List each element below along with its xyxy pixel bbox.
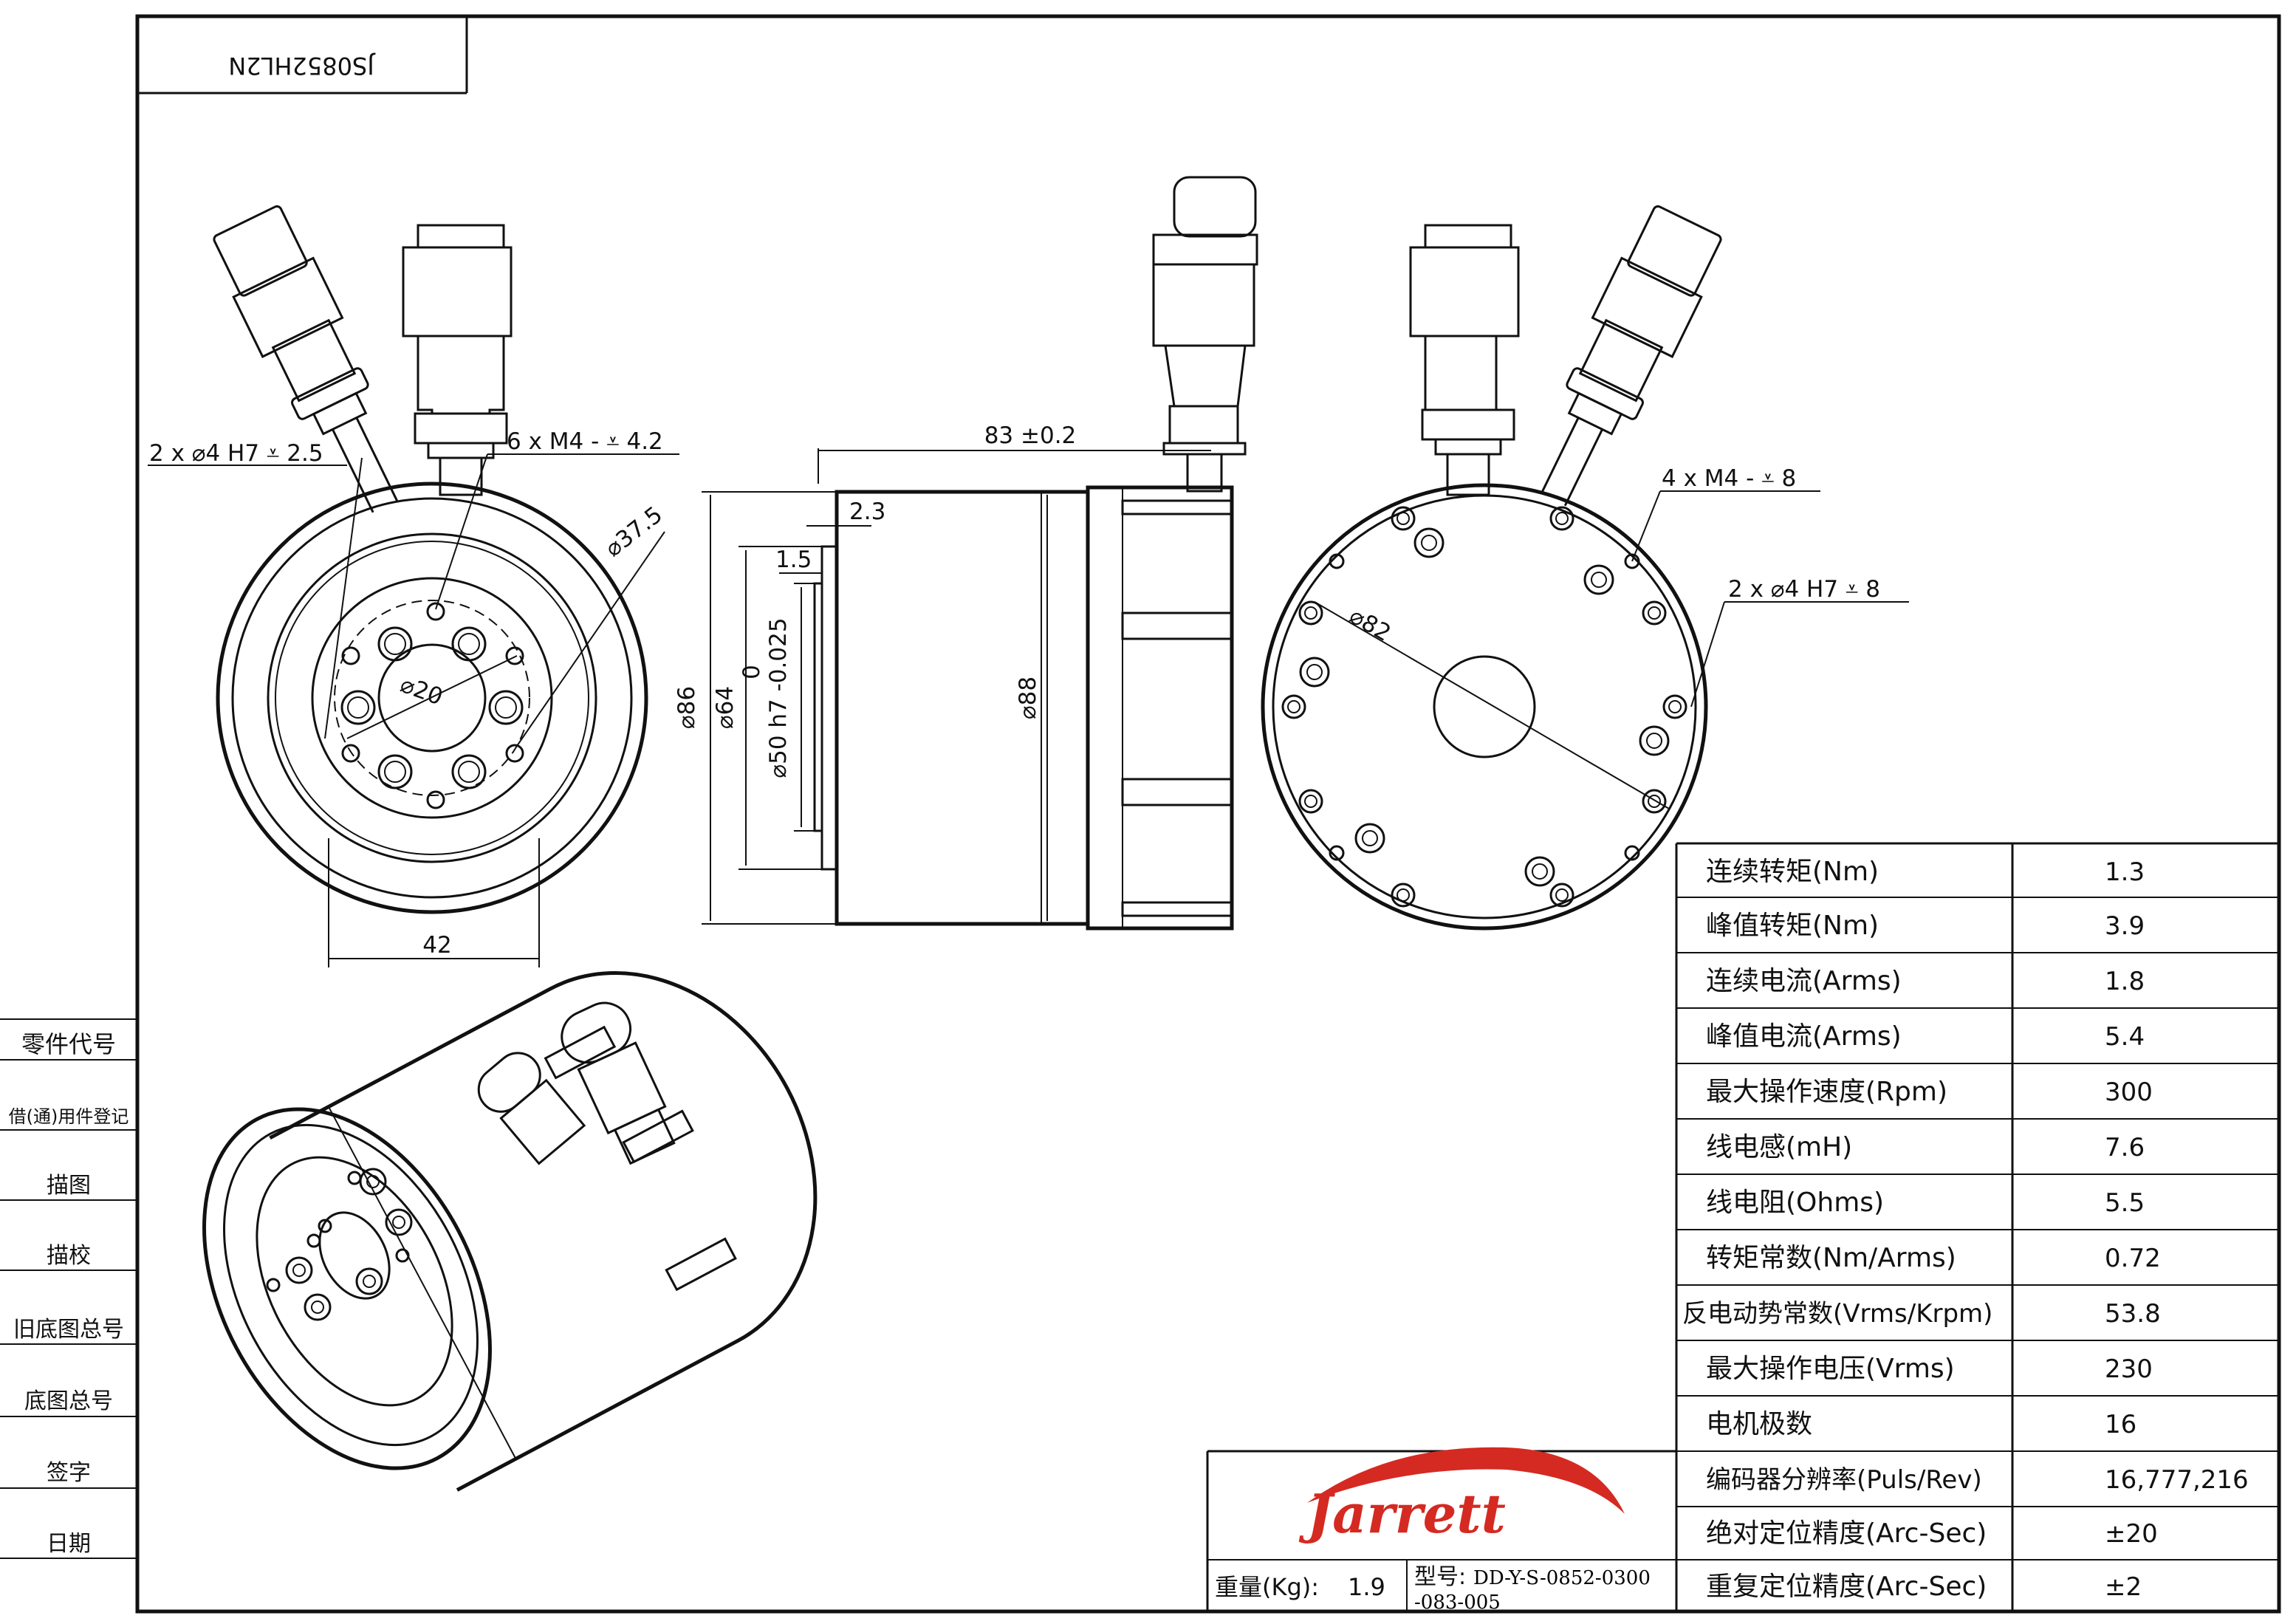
spec-value: 1.8 [2105,967,2145,996]
spec-value: ±2 [2105,1572,2142,1602]
model-label: 型号: [1414,1564,1466,1590]
spec-label: 转矩常数(Nm/Arms) [1706,1243,1956,1273]
spec-label: 连续转矩(Nm) [1706,857,1879,887]
front-angled-connector [213,205,398,513]
dim-side-step-1: 2.3 [849,498,885,525]
spec-label: 电机极数 [1706,1409,1812,1439]
side-label-old-base: 旧底图总号 [13,1317,124,1343]
dim-side-tol-zero: 0 [739,665,765,679]
dim-side-dia-64: ⌀64 [712,686,739,729]
side-label-date: 日期 [47,1531,91,1557]
spec-value: 3.9 [2105,911,2145,941]
spec-label: 峰值电流(Arms) [1706,1021,1902,1052]
spec-table: 连续转矩(Nm) 1.3 峰值转矩(Nm) 3.9 连续电流(Arms) 1.8… [1675,842,2279,1611]
spec-label: 重复定位精度(Arc-Sec) [1706,1572,1987,1602]
front-threaded-holes [340,626,524,789]
dim-front-threads: 6 x M4 - ⩡ 4.2 [507,428,663,455]
spec-value: 7.6 [2105,1133,2145,1162]
side-label-column: 零件代号 借(通)用件登记 描图 描校 旧底图总号 底图总号 签字 日期 [0,1030,137,1559]
spec-value: 16,777,216 [2105,1465,2249,1495]
spec-label: 线电阻(Ohms) [1706,1188,1884,1218]
dim-front-pcd: ⌀37.5 [600,501,668,562]
brand-logo-text: Jarrett [1298,1482,1506,1545]
spec-label: 编码器分辨率(Puls/Rev) [1706,1465,1982,1495]
spec-label: 反电动势常数(Vrms/Krpm) [1682,1299,1992,1329]
rear-threaded-holes [1299,527,1670,887]
spec-value: 5.4 [2105,1022,2145,1052]
side-label-borrow: 借(通)用件登记 [9,1106,129,1127]
rear-rim-holes [1281,506,1687,908]
dim-side-dia-50: ⌀50 h7 -0.025 [765,617,792,778]
side-label-base: 底图总号 [24,1388,113,1414]
side-label-part-no: 零件代号 [21,1030,116,1058]
jarrett-logo: Jarrett [1298,1447,1625,1545]
weight-label: 重量(Kg): [1215,1573,1319,1601]
spec-value: 53.8 [2105,1299,2161,1329]
side-view: 83 ±0.2 2.3 1.5 ⌀86 ⌀64 0 ⌀50 h7 -0.025 … [674,176,1258,931]
spec-label: 峰值转矩(Nm) [1706,911,1879,941]
drawing-id-box: JS0852HL2N [137,16,468,95]
model-value-cont: -083-005 [1414,1592,1501,1614]
dim-rear-pcd: ⌀82 [1345,603,1395,647]
iso-connector-1 [561,1001,676,1165]
dim-side-step-2: 1.5 [775,547,812,573]
side-label-trace: 描图 [47,1173,91,1199]
logo-swoosh [1307,1447,1625,1514]
dim-front-pins: 2 x ⌀4 H7 ⩡ 2.5 [149,440,323,467]
dim-front-bore: ⌀20 [397,671,446,711]
title-block: Jarrett 重量(Kg): 1.9 型号: DD-Y-S-0852-0300… [1206,1447,1676,1614]
spec-label: 线电感(mH) [1706,1132,1852,1162]
rear-angled-connector [1540,205,1722,507]
dim-front-width: 42 [422,932,451,959]
front-pin-holes [341,602,524,809]
spec-label: 最大操作速度(Rpm) [1706,1077,1947,1107]
front-view: 2 x ⌀4 H7 ⩡ 2.5 6 x M4 - ⩡ 4.2 ⌀37.5 ⌀20… [148,205,679,967]
spec-value: 16 [2105,1410,2136,1439]
drawing-id: JS0852HL2N [228,52,375,80]
iso-connector-2 [477,1052,586,1165]
spec-label: 最大操作电压(Vrms) [1706,1354,1955,1384]
spec-value: ±20 [2105,1519,2158,1549]
rear-straight-connector [1409,224,1520,496]
front-straight-connector [402,224,513,496]
side-label-trace-check: 描校 [47,1243,91,1269]
dim-side-length: 83 ±0.2 [984,422,1077,449]
spec-value: 0.72 [2105,1244,2161,1273]
isometric-view [202,971,818,1492]
spec-value: 300 [2105,1077,2153,1107]
spec-value: 5.5 [2105,1188,2145,1218]
rear-view: 4 x M4 - ⩡ 8 2 x ⌀4 H7 ⩡ 8 ⌀82 [1261,205,1909,931]
dim-rear-pins: 2 x ⌀4 H7 ⩡ 8 [1728,576,1880,603]
dim-rear-threads: 4 x M4 - ⩡ 8 [1662,465,1796,492]
model-value: DD-Y-S-0852-0300 [1473,1567,1651,1589]
spec-value: 1.3 [2105,857,2145,887]
side-label-sign: 签字 [47,1460,91,1486]
weight-value: 1.9 [1348,1573,1385,1601]
dim-side-dia-88: ⌀88 [1015,676,1041,719]
spec-label: 连续电流(Arms) [1706,966,1902,996]
dim-side-dia-86: ⌀86 [674,686,700,729]
iso-holes [266,1168,413,1321]
side-connector [1152,176,1258,493]
spec-value: 230 [2105,1354,2153,1384]
spec-label: 绝对定位精度(Arc-Sec) [1706,1518,1987,1549]
side-slots [1121,499,1233,917]
